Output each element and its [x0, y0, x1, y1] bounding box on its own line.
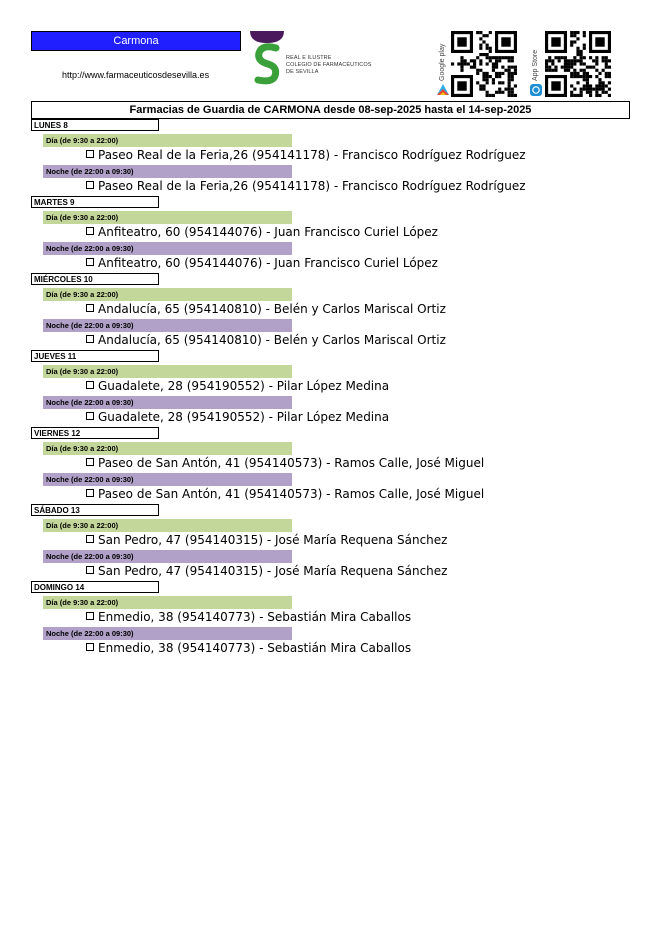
day-label: MARTES 9 — [31, 196, 159, 208]
pharmacy-text: San Pedro, 47 (954140315) - José María R… — [98, 533, 448, 547]
day-label: VIERNES 12 — [31, 427, 159, 439]
pharmacy-text: Guadalete, 28 (954190552) - Pilar López … — [98, 379, 390, 393]
website-link[interactable]: http://www.farmaceuticosdesevilla.es — [62, 70, 210, 80]
pharmacy-entry: Enmedio, 38 (954140773) - Sebastián Mira… — [86, 640, 631, 658]
day-shift-label: Día (de 9:30 a 22:00) — [43, 134, 292, 147]
pharmacy-entry: Paseo Real de la Feria,26 (954141178) - … — [86, 147, 631, 165]
pharmacy-text: Paseo Real de la Feria,26 (954141178) - … — [98, 179, 526, 193]
town-name-box: Carmona — [31, 31, 241, 51]
pharmacy-text: Anfiteatro, 60 (954144076) - Juan Franci… — [98, 225, 438, 239]
pharmacy-entry: Anfiteatro, 60 (954144076) - Juan Franci… — [86, 255, 631, 273]
checkbox-bullet-icon — [86, 643, 94, 651]
day-label: DOMINGO 14 — [31, 581, 159, 593]
app-store-badge[interactable]: App Store — [530, 31, 542, 97]
qr-code-icon[interactable] — [451, 31, 517, 97]
app-store-icon — [530, 84, 542, 96]
app-store-label: App Store — [532, 49, 539, 81]
night-shift-label: Noche (de 22:00 a 09:30) — [43, 242, 292, 255]
night-shift-label: Noche (de 22:00 a 09:30) — [43, 550, 292, 563]
pharmacy-entry: Paseo Real de la Feria,26 (954141178) - … — [86, 178, 631, 196]
checkbox-bullet-icon — [86, 150, 94, 158]
checkbox-bullet-icon — [86, 612, 94, 620]
day-label: JUEVES 11 — [31, 350, 159, 362]
college-s-logo-icon — [250, 31, 284, 85]
google-play-icon — [437, 84, 449, 95]
pharmacy-text: Paseo de San Antón, 41 (954140573) - Ram… — [98, 456, 485, 470]
day-shift-label: Día (de 9:30 a 22:00) — [43, 442, 292, 455]
day-shift-label: Día (de 9:30 a 22:00) — [43, 365, 292, 378]
google-play-label: Google play — [439, 43, 446, 81]
pharmacy-entry: Guadalete, 28 (954190552) - Pilar López … — [86, 409, 631, 427]
pharmacy-entry: Andalucía, 65 (954140810) - Belén y Carl… — [86, 332, 631, 350]
day-shift-label: Día (de 9:30 a 22:00) — [43, 288, 292, 301]
pharmacy-entry: San Pedro, 47 (954140315) - José María R… — [86, 532, 631, 550]
day-shift-label: Día (de 9:30 a 22:00) — [43, 596, 292, 609]
pharmacy-text: Andalucía, 65 (954140810) - Belén y Carl… — [98, 302, 446, 316]
pharmacy-entry: Enmedio, 38 (954140773) - Sebastián Mira… — [86, 609, 631, 627]
pharmacy-entry: Andalucía, 65 (954140810) - Belén y Carl… — [86, 301, 631, 319]
checkbox-bullet-icon — [86, 566, 94, 574]
page-title: Farmacias de Guardia de CARMONA desde 08… — [31, 101, 630, 119]
college-name: REAL E ILUSTRE COLEGIO DE FARMACÉUTICOS … — [286, 55, 372, 75]
pharmacy-text: Paseo Real de la Feria,26 (954141178) - … — [98, 148, 526, 162]
day-label: LUNES 8 — [31, 119, 159, 131]
checkbox-bullet-icon — [86, 181, 94, 189]
pharmacy-entry: Guadalete, 28 (954190552) - Pilar López … — [86, 378, 631, 396]
pharmacy-entry: Anfiteatro, 60 (954144076) - Juan Franci… — [86, 224, 631, 242]
checkbox-bullet-icon — [86, 535, 94, 543]
qr-code-icon[interactable] — [545, 31, 611, 97]
pharmacy-text: Paseo de San Antón, 41 (954140573) - Ram… — [98, 487, 485, 501]
pharmacy-text: Guadalete, 28 (954190552) - Pilar López … — [98, 410, 390, 424]
day-label: SÁBADO 13 — [31, 504, 159, 516]
night-shift-label: Noche (de 22:00 a 09:30) — [43, 165, 292, 178]
checkbox-bullet-icon — [86, 227, 94, 235]
checkbox-bullet-icon — [86, 335, 94, 343]
checkbox-bullet-icon — [86, 458, 94, 466]
pharmacy-text: Anfiteatro, 60 (954144076) - Juan Franci… — [98, 256, 438, 270]
pharmacy-entry: Paseo de San Antón, 41 (954140573) - Ram… — [86, 486, 631, 504]
checkbox-bullet-icon — [86, 304, 94, 312]
google-play-badge[interactable]: Google play — [437, 31, 449, 97]
pharmacy-text: Enmedio, 38 (954140773) - Sebastián Mira… — [98, 610, 412, 624]
pharmacy-text: San Pedro, 47 (954140315) - José María R… — [98, 564, 448, 578]
pharmacy-text: Andalucía, 65 (954140810) - Belén y Carl… — [98, 333, 446, 347]
pharmacy-text: Enmedio, 38 (954140773) - Sebastián Mira… — [98, 641, 412, 655]
day-shift-label: Día (de 9:30 a 22:00) — [43, 519, 292, 532]
checkbox-bullet-icon — [86, 412, 94, 420]
pharmacy-entry: San Pedro, 47 (954140315) - José María R… — [86, 563, 631, 581]
night-shift-label: Noche (de 22:00 a 09:30) — [43, 319, 292, 332]
night-shift-label: Noche (de 22:00 a 09:30) — [43, 473, 292, 486]
checkbox-bullet-icon — [86, 381, 94, 389]
night-shift-label: Noche (de 22:00 a 09:30) — [43, 396, 292, 409]
night-shift-label: Noche (de 22:00 a 09:30) — [43, 627, 292, 640]
day-label: MIÉRCOLES 10 — [31, 273, 159, 285]
checkbox-bullet-icon — [86, 489, 94, 497]
checkbox-bullet-icon — [86, 258, 94, 266]
pharmacy-entry: Paseo de San Antón, 41 (954140573) - Ram… — [86, 455, 631, 473]
day-shift-label: Día (de 9:30 a 22:00) — [43, 211, 292, 224]
